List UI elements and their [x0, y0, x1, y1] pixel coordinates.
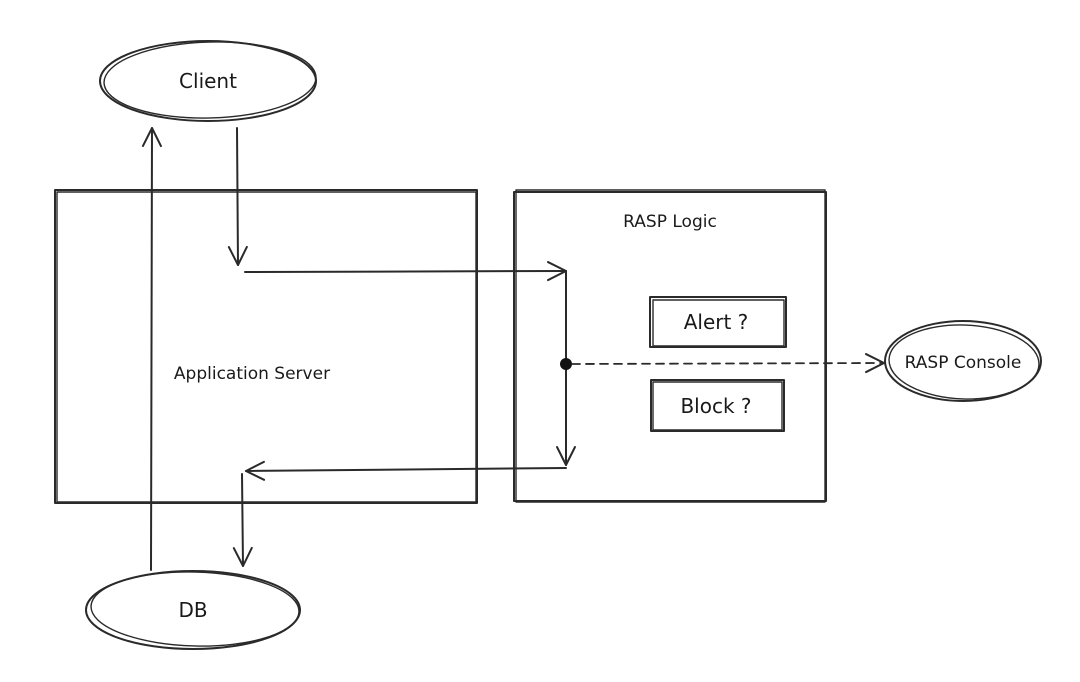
rasp-console-label: RASP Console [905, 353, 1022, 373]
edge-app-server-to-db [232, 473, 253, 567]
block-node: Block ? [650, 379, 785, 432]
client-label: Client [179, 69, 237, 93]
app-server-label: Application Server [174, 364, 330, 384]
block-label: Block ? [680, 394, 751, 418]
edge-app-server-to-rasp-logic [244, 261, 567, 282]
rasp-console-node: RASP Console [884, 320, 1042, 402]
alert-label: Alert ? [684, 310, 749, 334]
app-server-node: Application Server [54, 189, 478, 504]
edge-client-to-app-server [227, 127, 248, 266]
rasp-logic-node: RASP Logic [513, 189, 827, 503]
db-label: DB [178, 598, 207, 622]
alert-node: Alert ? [649, 296, 787, 348]
edge-db-to-client [141, 127, 162, 571]
edge-rasp-logic-to-rasp-console [571, 353, 885, 374]
db-node: DB [85, 570, 301, 650]
edge-rasp-logic-to-app-server [244, 460, 567, 481]
client-node: Client [99, 40, 317, 122]
rasp-logic-label: RASP Logic [623, 212, 717, 232]
junction-dot [560, 358, 572, 370]
